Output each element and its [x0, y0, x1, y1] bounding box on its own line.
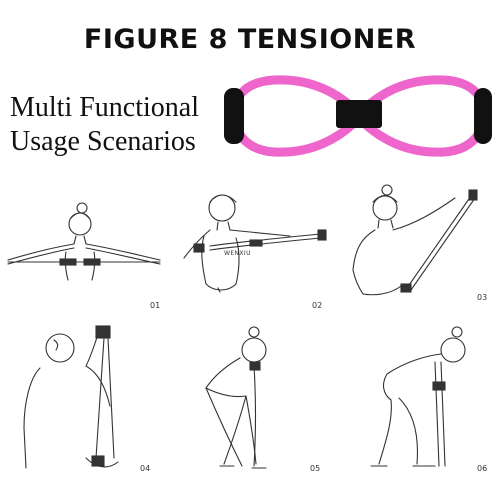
panel-number-05: 05 [310, 464, 321, 473]
panel-number-06: 06 [477, 464, 488, 473]
panel-number-02: 02 [312, 301, 323, 310]
exercise-panel-05: 05 [170, 318, 335, 480]
subtitle-line-2: Usage Scenarios [10, 126, 196, 157]
page-title: FIGURE 8 TENSIONER [83, 24, 417, 55]
exercise-panel-04: 04 [0, 318, 170, 480]
brand-mark: WENXIU [224, 250, 251, 257]
exercise-panel-06: 06 [335, 318, 500, 480]
exercise-panel-03: 03 [335, 180, 500, 315]
right-foam-handle [474, 88, 492, 144]
exercise-panel-01: 01 [0, 180, 170, 315]
left-foam-handle [224, 88, 244, 144]
exercise-panel-02: WENXIU 02 [170, 180, 335, 315]
panel-number-03: 03 [477, 293, 488, 302]
panel-number-01: 01 [150, 301, 161, 310]
panel-number-04: 04 [140, 464, 151, 473]
figure-8-band-product-image [224, 75, 492, 157]
subtitle-line-1: Multi Functional [10, 92, 199, 123]
center-sleeve [336, 100, 382, 128]
